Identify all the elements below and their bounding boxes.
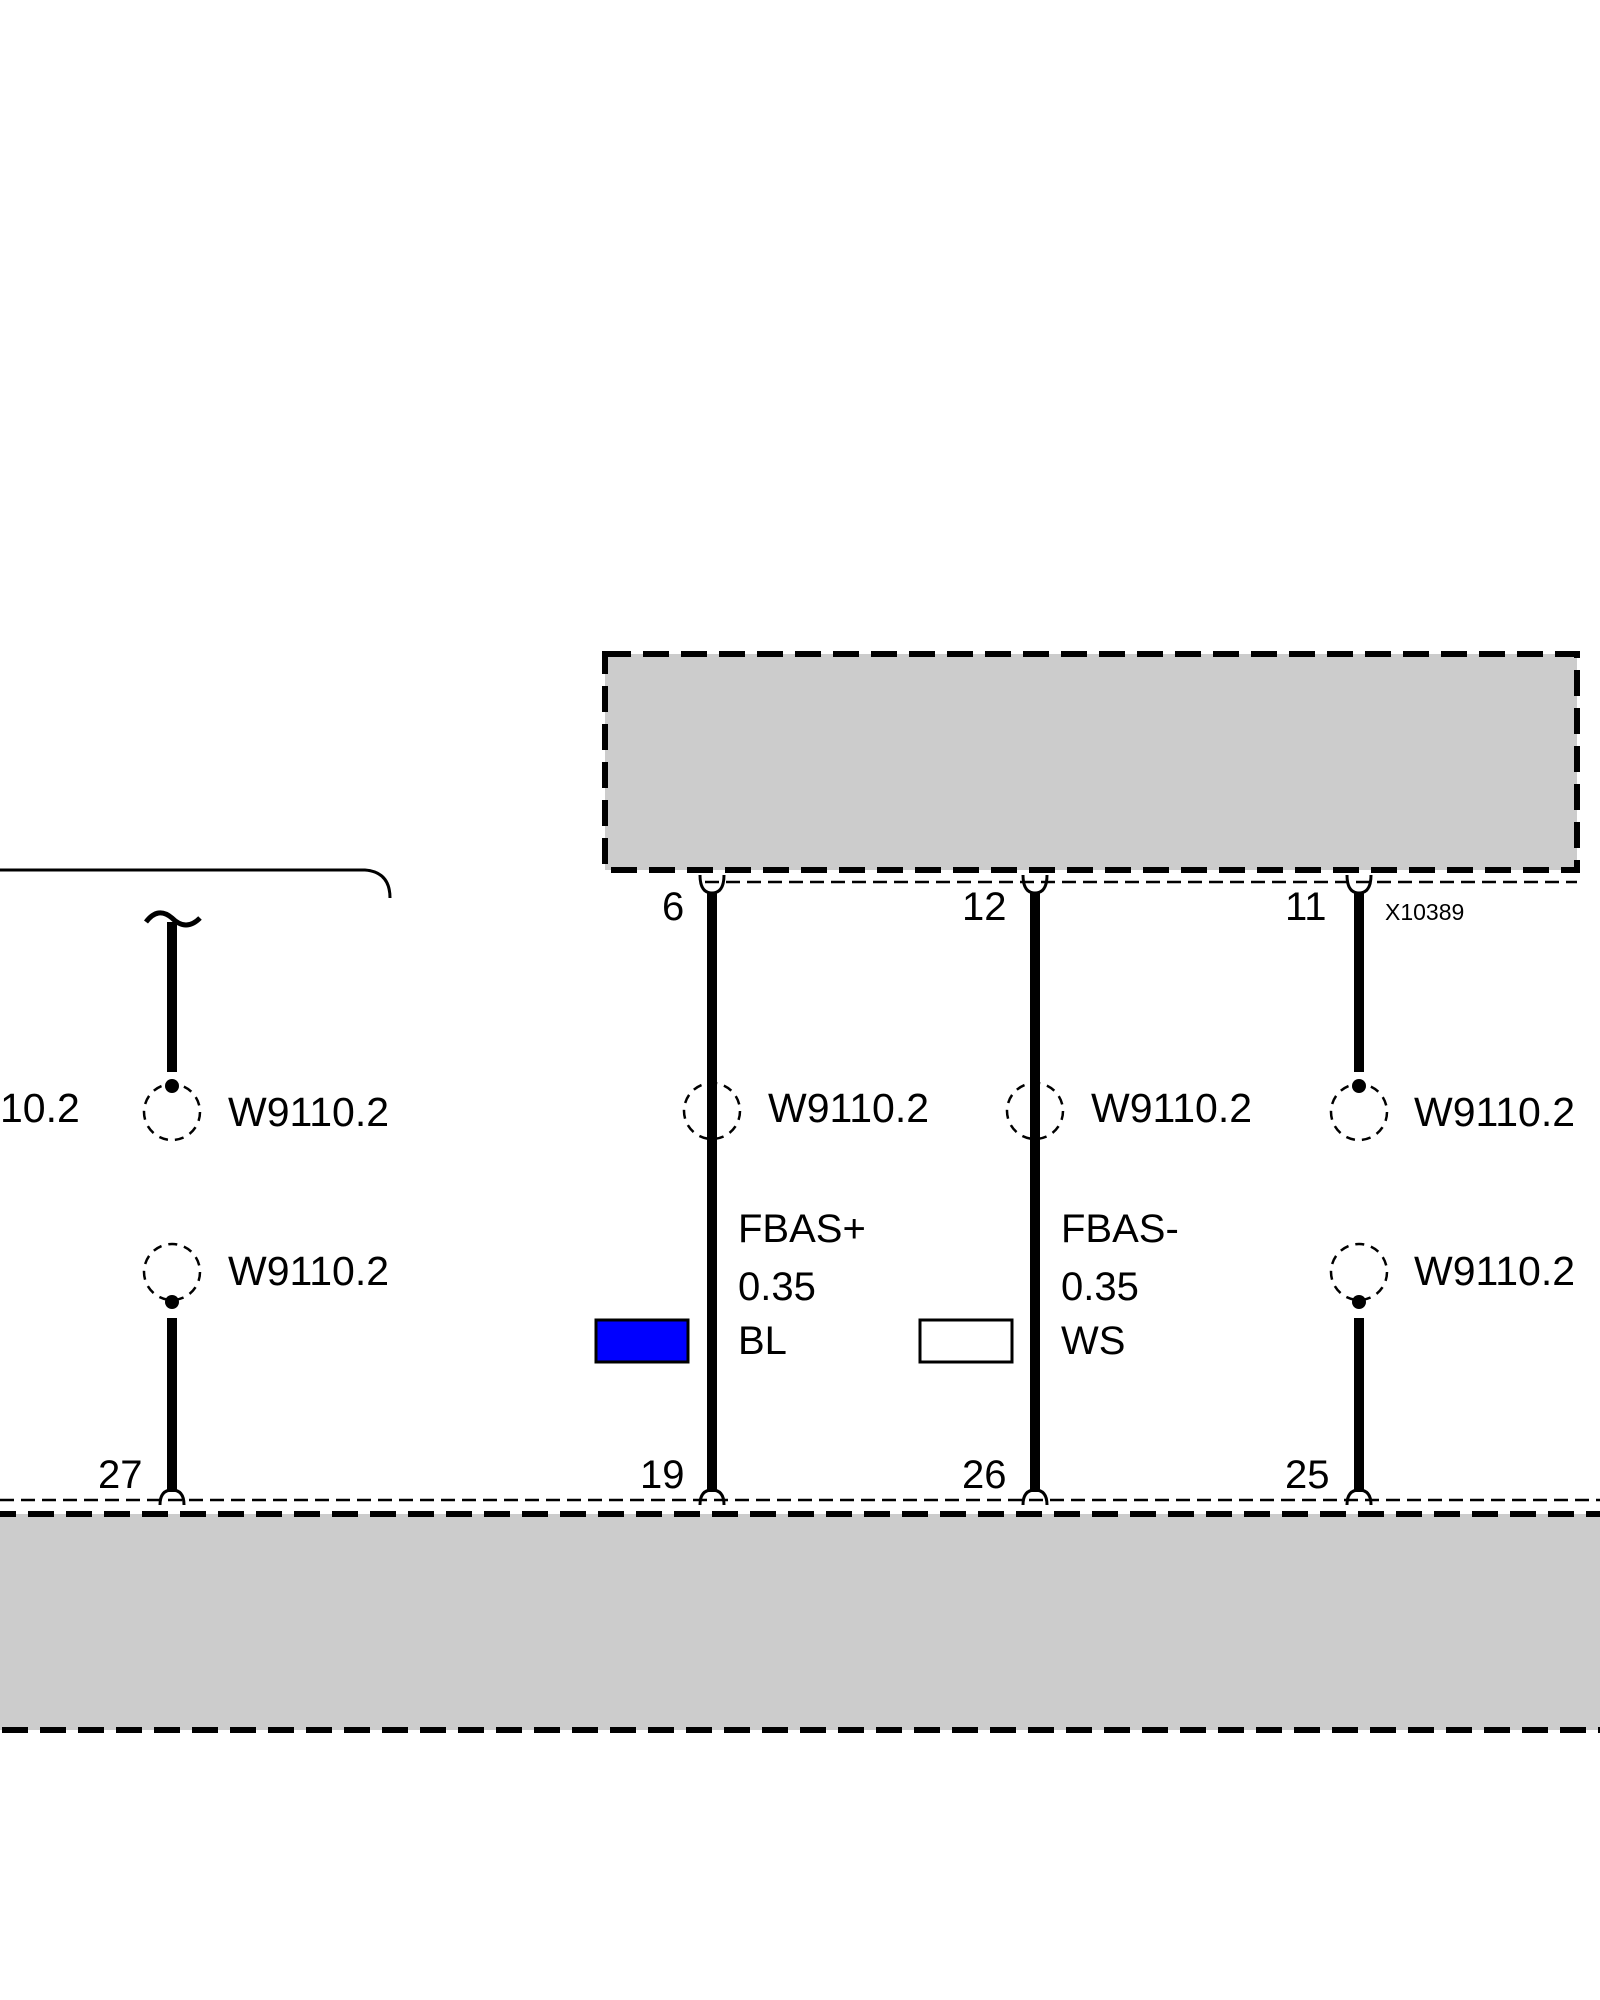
pin-number-bottom: 27 [98, 1453, 143, 1497]
pin-number-bottom: 19 [640, 1453, 685, 1497]
pin-bottom-cup [698, 1488, 726, 1506]
splice-circle-icon [1005, 1081, 1065, 1141]
pin-number-bottom: 26 [962, 1453, 1007, 1497]
connector-label: X10389 [1385, 899, 1464, 925]
pin-top-cup [698, 874, 726, 895]
splice-label: W9110.2 [228, 1089, 389, 1135]
pin-top-cup [1021, 874, 1049, 895]
splice-dot [1352, 1079, 1366, 1093]
wire-gauge-label: 0.35 [738, 1265, 816, 1309]
pin-number-top: 12 [962, 885, 1007, 929]
pin-top-cup [1345, 874, 1373, 895]
splice-label: W9110.2 [1414, 1089, 1575, 1135]
upper-component[interactable] [602, 651, 1580, 884]
splice-circle-icon [142, 1082, 202, 1142]
splice-circle-icon [1329, 1082, 1389, 1142]
splice-dot [165, 1295, 179, 1309]
wire-fbas-minus[interactable]: 12 W9110.2 FBAS- 0.35 WS 26 [918, 874, 1252, 1506]
splice-circle-icon [682, 1081, 742, 1141]
wire-fbas-plus[interactable]: 6 W9110.2 FBAS+ 0.35 BL 19 [594, 874, 929, 1506]
splice-dot [165, 1079, 179, 1093]
wire-right[interactable]: 11 W9110.2 W9110.2 25 [1285, 874, 1575, 1506]
splice-label: W9110.2 [1091, 1085, 1252, 1131]
lower-component-box [0, 1511, 1600, 1733]
pin-number-bottom: 25 [1285, 1453, 1330, 1497]
wire-color-swatch [918, 1318, 1014, 1364]
harness-bracket [0, 868, 392, 899]
wire-gauge-label: 0.35 [1061, 1265, 1139, 1309]
pin-bottom-cup [158, 1488, 186, 1506]
pin-number-top: 11 [1285, 885, 1327, 929]
wire-color-swatch [594, 1318, 690, 1364]
wire-color-code: WS [1061, 1319, 1125, 1363]
splice-label: W9110.2 [768, 1085, 929, 1131]
wire-color-code: BL [738, 1319, 787, 1363]
pin-number-top: 6 [662, 885, 684, 929]
splice-label: W9110.2 [1414, 1248, 1575, 1294]
splice-circle-icon [1329, 1242, 1389, 1302]
lower-component[interactable] [0, 1498, 1600, 1733]
wire-signal-label: FBAS+ [738, 1207, 866, 1251]
pin-bottom-cup [1345, 1488, 1373, 1506]
splice-label: W9110.2 [228, 1248, 389, 1294]
upper-component-box [602, 651, 1580, 873]
break-tilde-icon [144, 910, 202, 928]
edge-partial-splice-label: 10.2 [0, 1085, 80, 1131]
wire-signal-label: FBAS- [1061, 1207, 1179, 1251]
splice-dot [1352, 1295, 1366, 1309]
wire-left[interactable]: W9110.2 W9110.2 27 [98, 910, 389, 1506]
splice-circle-icon [142, 1242, 202, 1302]
pin-bottom-cup [1021, 1488, 1049, 1506]
